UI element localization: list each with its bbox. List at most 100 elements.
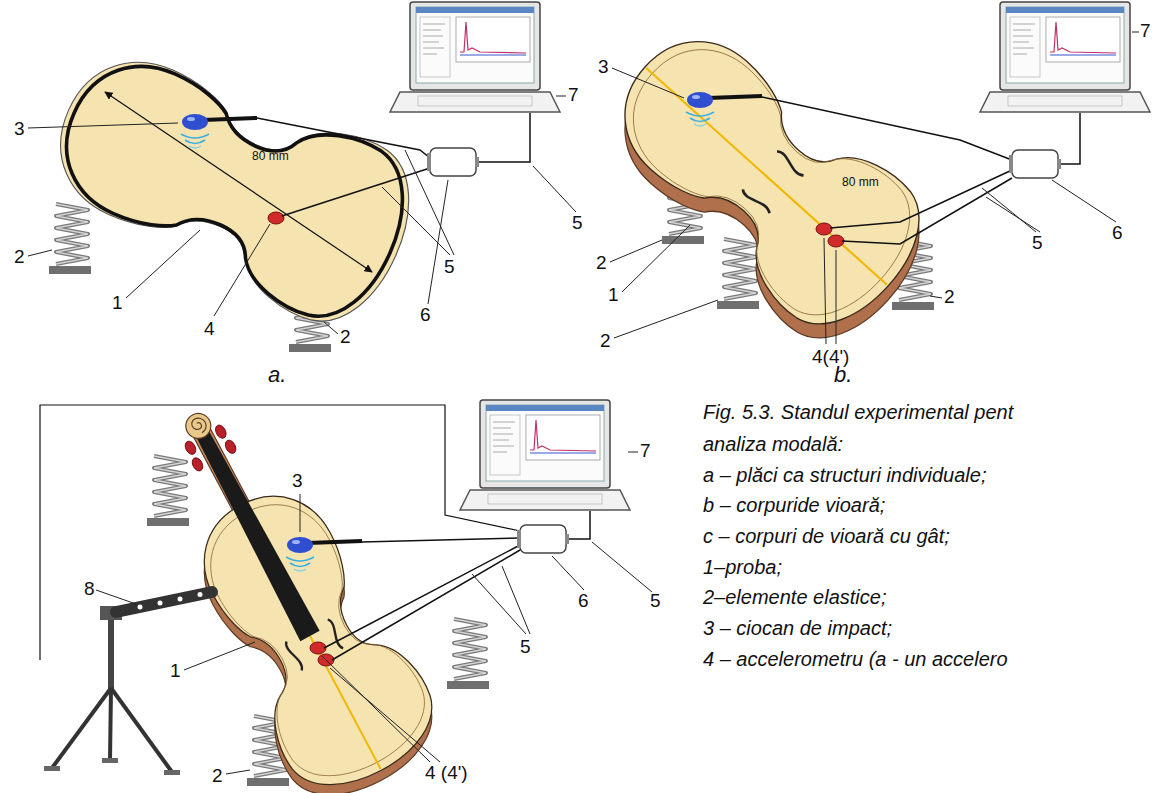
leader-line: [533, 166, 576, 212]
callout-number: 6: [1112, 222, 1123, 244]
callout-number: 3: [14, 118, 25, 140]
leader-line: [614, 300, 718, 338]
axis-line: [646, 68, 887, 285]
callout-number: 5: [520, 636, 531, 658]
caption-line: 4 – accelerometru (a - un accelero: [703, 648, 1008, 671]
leader-line: [930, 296, 942, 298]
sensor-cable: [332, 550, 520, 660]
sensor-cable: [830, 170, 1012, 228]
sensor-cable: [362, 538, 520, 542]
dimension-line: [105, 92, 372, 272]
leader-line: [28, 250, 52, 256]
leader-line: [986, 197, 1040, 232]
spring: [717, 239, 759, 309]
leader-line: [28, 96, 576, 334]
leader-line: [382, 187, 450, 255]
support-bar: [158, 601, 163, 606]
caption-line: a – plăci ca structuri individuale;: [703, 464, 986, 487]
f-hole: [741, 188, 771, 216]
leader-line: [502, 566, 530, 634]
support-bar: [138, 592, 203, 610]
accelerometer: [816, 223, 832, 235]
peg: [213, 423, 228, 440]
callout-number: 2: [14, 246, 25, 268]
callout-number: 6: [578, 590, 589, 612]
figure-caption: Fig. 5.3. Standul experimental pent: [703, 401, 1013, 424]
leader-line: [126, 230, 200, 298]
support-bar: [138, 605, 143, 610]
leader-line: [324, 322, 338, 334]
callout-number: 8: [84, 578, 95, 600]
callout-number: 5: [572, 212, 583, 234]
leader-line: [428, 180, 448, 304]
callout-number: 5: [1032, 232, 1043, 254]
sensor-cable: [282, 168, 430, 216]
leader-line: [96, 590, 136, 604]
dimension-label: 80 mm: [252, 150, 289, 164]
tripod: [111, 688, 172, 772]
leader-line: [610, 240, 662, 262]
sensor-cable: [324, 511, 590, 660]
sensor-cable: [762, 97, 1012, 160]
leader-line: [592, 542, 652, 592]
leader-line: [982, 188, 1036, 232]
sensor-cable: [762, 97, 1080, 244]
leader-line: [405, 150, 454, 255]
leader-line: [628, 452, 638, 453]
callout-number: 2: [600, 330, 611, 352]
panel-c: [40, 378, 652, 793]
violin-body: [587, 3, 945, 350]
acquisition-box: [427, 148, 479, 176]
tripod: [110, 688, 111, 760]
f-hole: [775, 150, 805, 178]
callout-number: 7: [568, 84, 579, 106]
leader-line: [1052, 180, 1116, 222]
callout-number: 1: [112, 292, 123, 314]
purfling: [598, 13, 935, 339]
spring: [147, 456, 189, 526]
leader-line: [610, 32, 1139, 344]
accelerometer: [268, 212, 284, 224]
leader-line: [330, 668, 440, 762]
caption-line: 3 – ciocan de impact;: [703, 617, 892, 640]
leader-line: [214, 224, 270, 316]
tripod: [52, 688, 111, 768]
leader-line: [96, 452, 652, 774]
callout-number: 6: [420, 304, 431, 326]
callout-number: 1: [170, 660, 181, 682]
leader-line: [1132, 32, 1139, 33]
violin-plate: [30, 24, 434, 342]
tripod: [44, 606, 180, 775]
impact-hammer: [686, 92, 762, 126]
sensor-cable: [566, 511, 590, 539]
leader-line: [28, 123, 178, 128]
violin-with-neck: [123, 378, 451, 793]
leader-line: [300, 494, 301, 532]
sensor-cable: [257, 113, 530, 216]
callout-number: 2: [596, 252, 607, 274]
peg: [190, 456, 205, 473]
spring: [49, 204, 91, 274]
acquisition-box: [517, 525, 569, 553]
peg: [223, 438, 238, 455]
callout-number: 5: [650, 590, 661, 612]
caption-line: analiza modală:: [703, 433, 843, 456]
accelerometer: [310, 642, 326, 654]
scroll: [181, 409, 215, 443]
leader-line: [552, 556, 584, 590]
panel-letter: b.: [834, 362, 852, 387]
tripod: [102, 758, 118, 763]
fingerboard: [193, 430, 319, 641]
plate-border: [37, 30, 427, 337]
scroll: [190, 415, 209, 435]
f-hole: [284, 640, 303, 671]
leader-line: [556, 96, 566, 97]
leader-line: [226, 770, 250, 774]
callout-number: 3: [598, 56, 609, 78]
plate-outline: [30, 24, 434, 342]
support-bar: [198, 592, 203, 597]
sensor-cable: [324, 545, 520, 648]
top-plate: [587, 3, 945, 350]
panel-letter: a.: [268, 362, 286, 387]
sensor-cable: [1058, 113, 1080, 164]
